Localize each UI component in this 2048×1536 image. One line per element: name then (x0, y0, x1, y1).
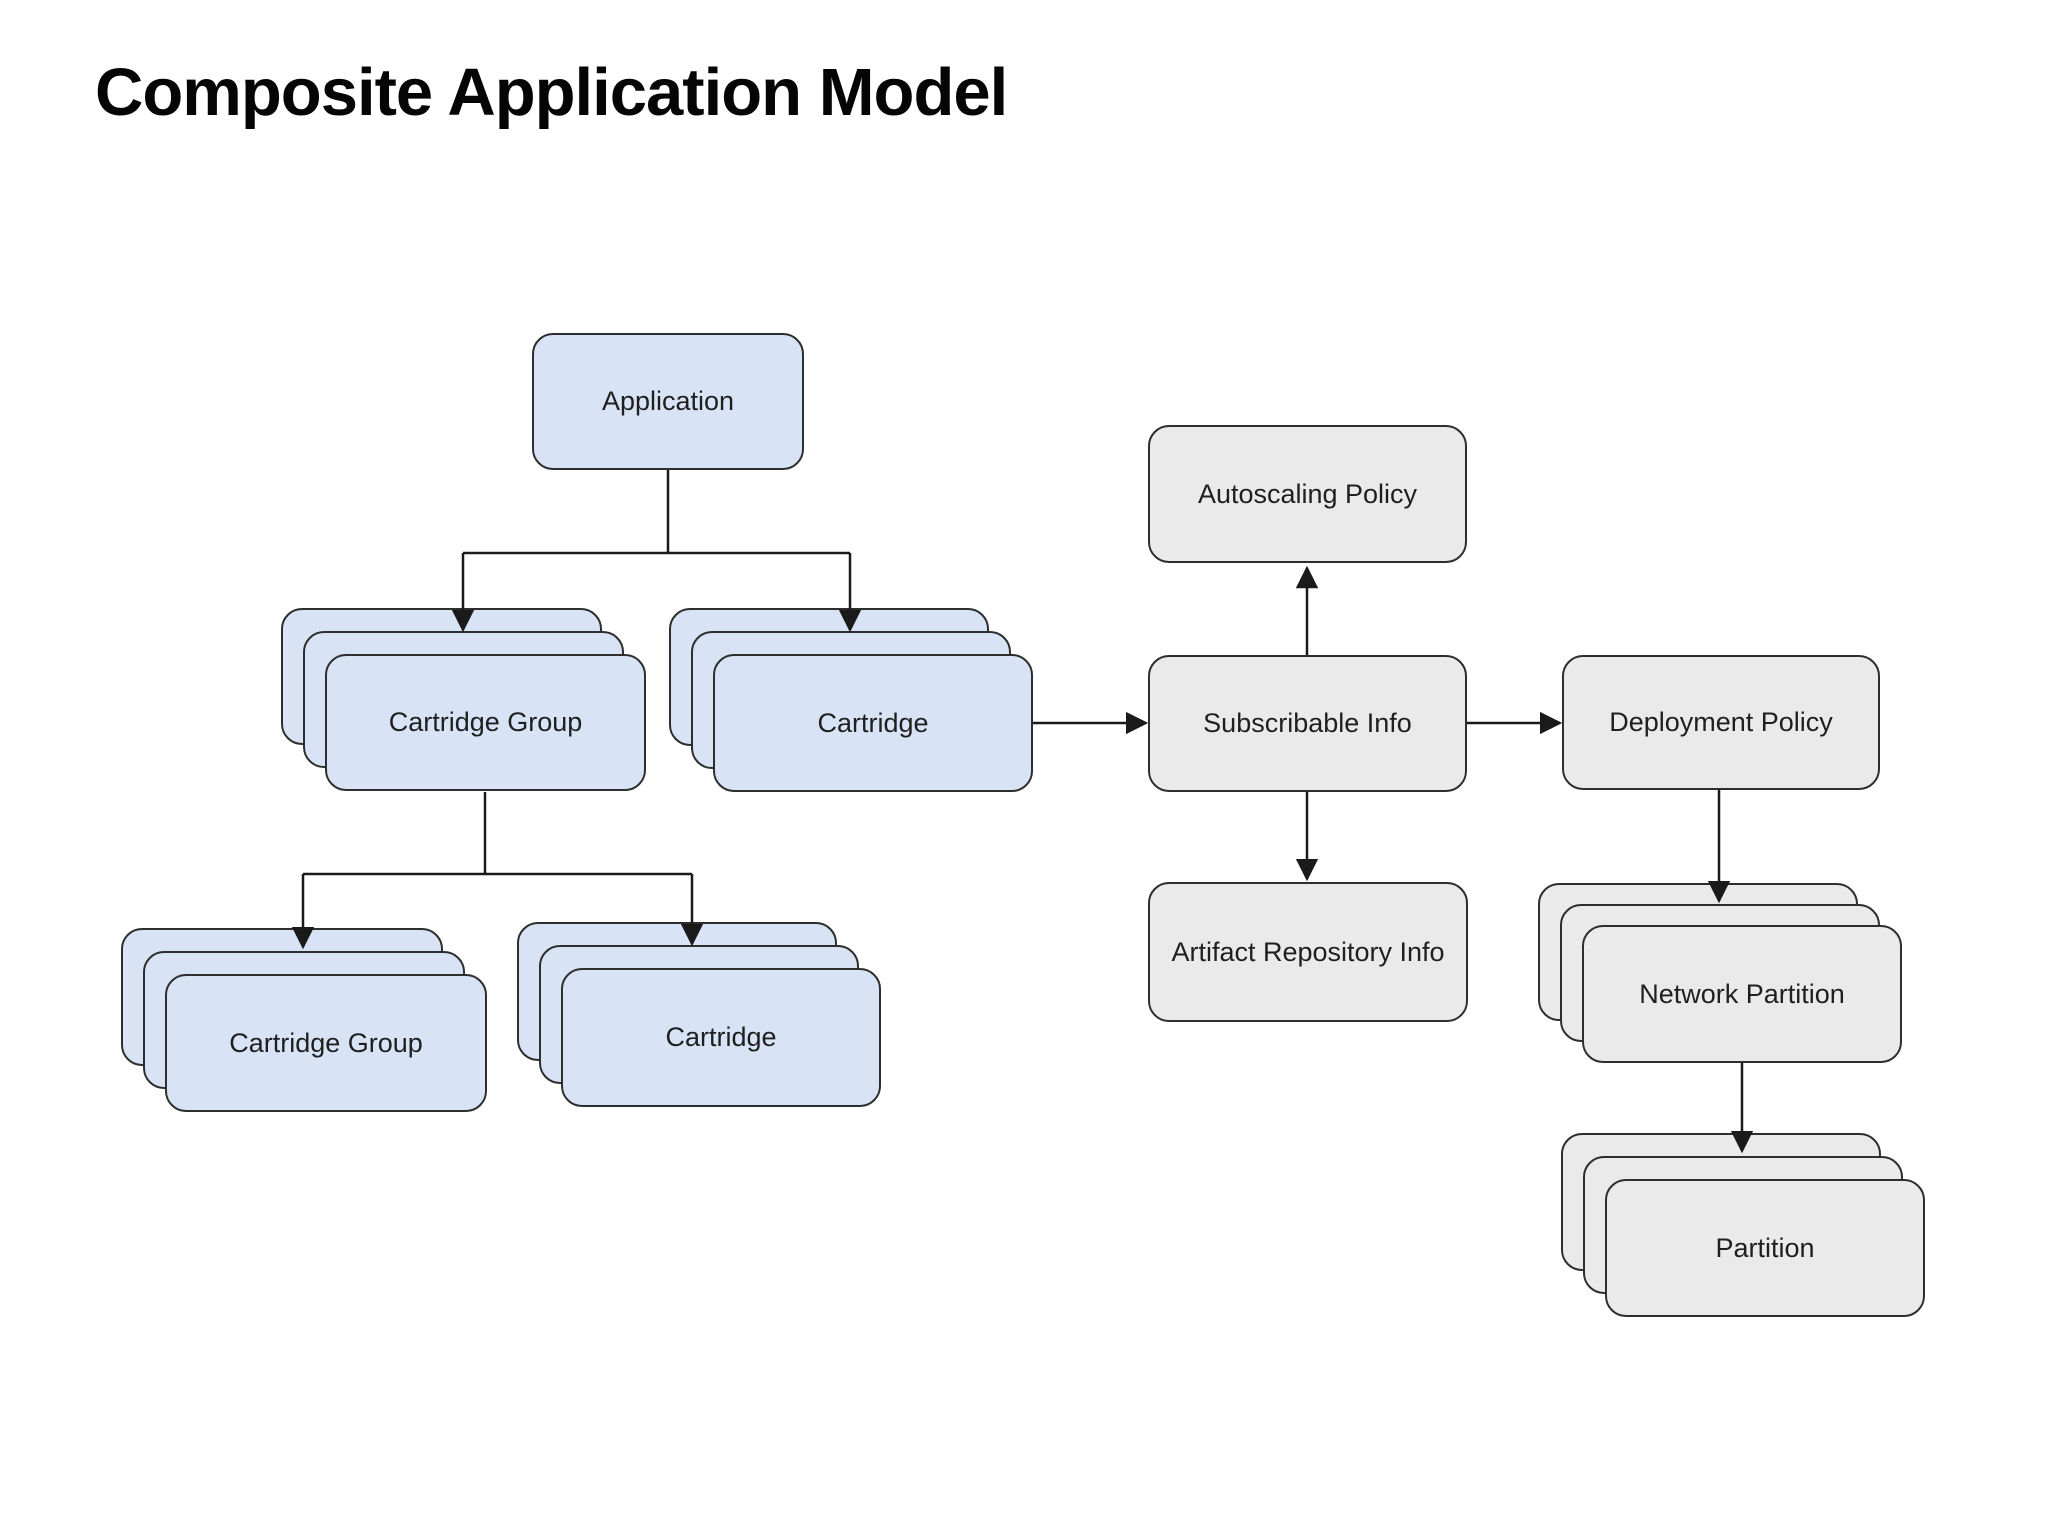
cartridge-group-bottom-label: Cartridge Group (229, 1027, 423, 1058)
cartridge-group-top-layer-3: Cartridge Group (325, 654, 646, 791)
deployment-policy-node: Deployment Policy (1562, 655, 1880, 790)
autoscaling-policy-node: Autoscaling Policy (1148, 425, 1467, 563)
network-partition-node: Network Partition (1538, 883, 1902, 1063)
cartridge-bottom-node: Cartridge (517, 922, 881, 1107)
artifact-repository-info-node: Artifact Repository Info (1148, 882, 1468, 1022)
autoscaling-policy-label: Autoscaling Policy (1197, 478, 1418, 509)
partition-layer-3: Partition (1605, 1179, 1925, 1317)
cartridge-group-bottom-layer-3: Cartridge Group (165, 974, 487, 1112)
cartridge-top-label: Cartridge (817, 707, 929, 738)
cartridge-top-node: Cartridge (669, 608, 1033, 792)
deployment-policy-box: Deployment Policy (1562, 655, 1880, 790)
cartridge-group-bottom-node: Cartridge Group (121, 928, 487, 1112)
subscribable-info-label: Subscribable Info (1203, 708, 1412, 738)
cartridge-bottom-layer-3: Cartridge (561, 968, 881, 1107)
partition-label: Partition (1715, 1232, 1815, 1263)
subscribable-info-node: Subscribable Info (1148, 655, 1467, 792)
page-title: Composite Application Model (95, 55, 1008, 130)
subscribable-info-box: Subscribable Info (1148, 655, 1467, 792)
application-label: Application (601, 386, 735, 416)
artifact-repository-info-box: Artifact Repository Info (1148, 882, 1468, 1022)
network-partition-label: Network Partition (1639, 978, 1845, 1009)
cartridge-bottom-label: Cartridge (665, 1022, 777, 1052)
cartridge-top-layer-3: Cartridge (713, 654, 1033, 792)
application-node: Application (532, 333, 804, 470)
network-partition-layer-3: Network Partition (1582, 925, 1902, 1063)
application-box: Application (532, 333, 804, 470)
artifact-repository-info-label: Artifact Repository Info (1171, 936, 1445, 967)
partition-node: Partition (1561, 1133, 1925, 1317)
cartridge-group-top-label: Cartridge Group (388, 707, 583, 737)
cartridge-group-top-node: Cartridge Group (281, 608, 646, 791)
autoscaling-policy-box: Autoscaling Policy (1148, 425, 1467, 563)
deployment-policy-label: Deployment Policy (1609, 707, 1833, 737)
